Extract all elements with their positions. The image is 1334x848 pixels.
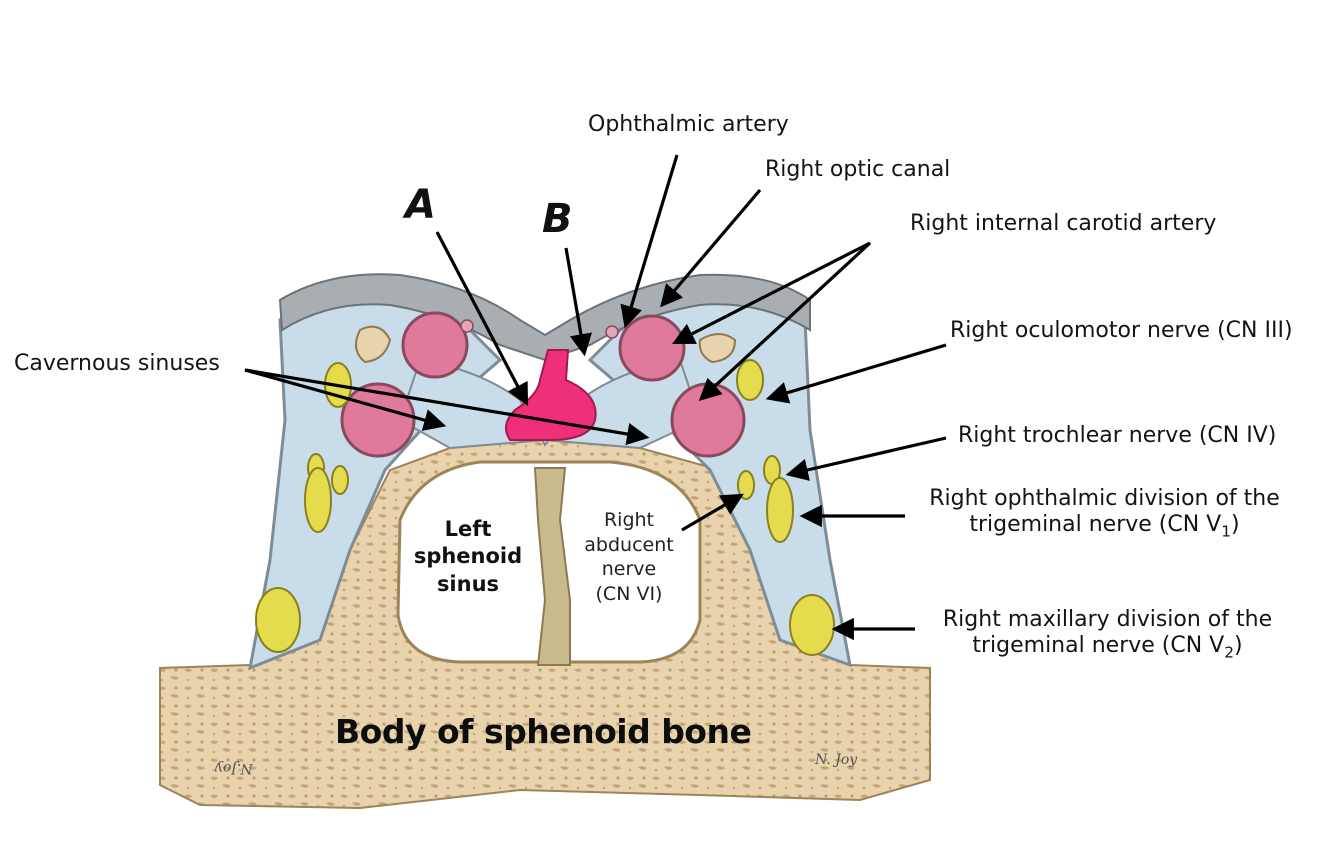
- maxillary-div-close: ): [1234, 633, 1243, 659]
- left-ophthalmic-division: [304, 467, 332, 533]
- label-maxillary-division-line1: Right maxillary division of the: [942, 607, 1273, 632]
- right-maxillary-division: [789, 594, 835, 656]
- left-maxillary-division: [255, 587, 301, 653]
- right-oculomotor-nerve: [736, 359, 764, 401]
- label-letter-a: A: [405, 182, 436, 228]
- label-right-optic-canal: Right optic canal: [765, 157, 951, 182]
- label-right-internal-carotid: Right internal carotid artery: [910, 211, 1217, 236]
- right-anterior-clinoid: [698, 333, 737, 364]
- maxillary-div-sub: 2: [1224, 643, 1235, 662]
- abducent-line3: nerve: [601, 558, 657, 581]
- left-sphenoid-line1: Left: [444, 517, 492, 541]
- label-arrows: [244, 154, 947, 641]
- label-body-of-sphenoid: Body of sphenoid bone: [335, 712, 752, 751]
- label-left-sphenoid-sinus: Left sphenoid sinus: [408, 516, 528, 598]
- left-sphenoid-line3: sinus: [436, 571, 500, 596]
- right-ophthalmic-division: [766, 477, 794, 543]
- right-abducent-nerve: [737, 470, 755, 500]
- signature-left: N.Joy: [215, 760, 253, 776]
- right-internal-carotid-upper: [618, 314, 686, 382]
- label-ophthalmic-division-line1: Right ophthalmic division of the: [929, 486, 1280, 511]
- label-cavernous-sinuses: Cavernous sinuses: [14, 351, 220, 376]
- abducent-line1: Right: [603, 509, 655, 531]
- ophthalmic-div-close: ): [1231, 512, 1240, 538]
- label-maxillary-division-line2: trigeminal nerve (CN V2): [925, 633, 1290, 662]
- right-ophthalmic-artery: [605, 325, 619, 339]
- right-internal-carotid-lower: [670, 382, 746, 458]
- sinus-septum: [533, 467, 571, 666]
- left-anterior-clinoid: [355, 325, 392, 364]
- label-ophthalmic-division: Right ophthalmic division of the trigemi…: [912, 486, 1297, 541]
- label-right-trochlear: Right trochlear nerve (CN IV): [958, 423, 1277, 448]
- label-letter-b: B: [542, 196, 573, 242]
- maxillary-div-text: trigeminal nerve (CN V: [972, 633, 1225, 659]
- label-right-abducent: Right abducent nerve (CN VI): [572, 508, 686, 607]
- signature-right: N. Joy: [815, 752, 858, 768]
- abducent-line4: (CN VI): [595, 583, 663, 606]
- ophthalmic-div-sub: 1: [1221, 522, 1232, 541]
- left-sphenoid-line2: sphenoid: [413, 544, 523, 569]
- left-ophthalmic-artery: [460, 319, 474, 333]
- label-maxillary-division: Right maxillary division of the trigemin…: [925, 607, 1290, 662]
- label-ophthalmic-division-line2: trigeminal nerve (CN V1): [912, 512, 1297, 541]
- label-right-oculomotor: Right oculomotor nerve (CN III): [950, 318, 1293, 343]
- left-internal-carotid-upper: [401, 311, 469, 379]
- ophthalmic-div-text: trigeminal nerve (CN V: [969, 512, 1222, 538]
- left-internal-carotid-lower: [340, 382, 416, 458]
- abducent-line2: abducent: [584, 533, 674, 556]
- label-ophthalmic-artery: Ophthalmic artery: [588, 112, 789, 137]
- left-abducent-nerve: [331, 465, 349, 495]
